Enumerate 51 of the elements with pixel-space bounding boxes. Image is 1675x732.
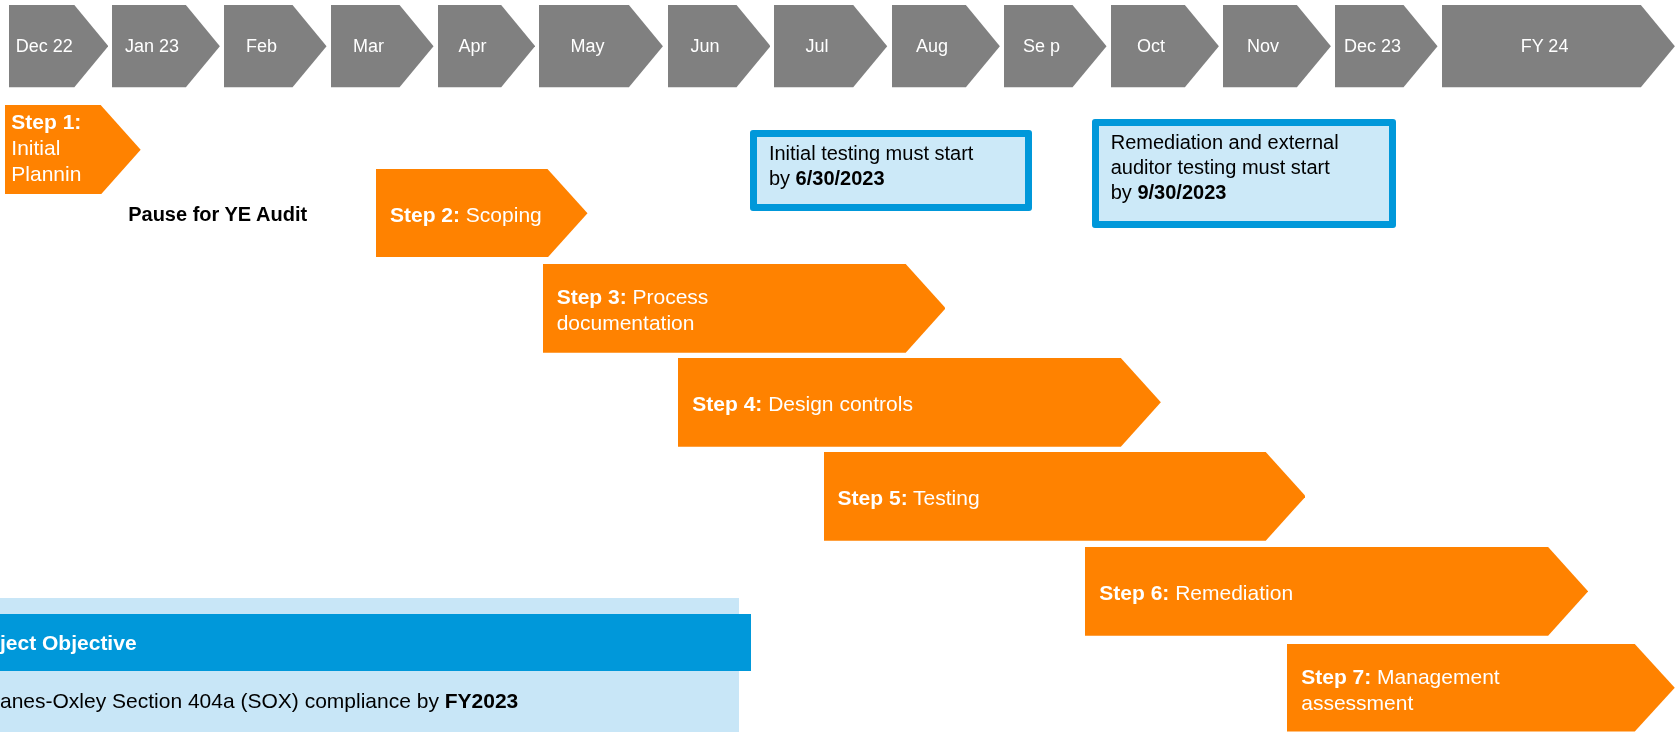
step-banner [542,263,946,353]
deadline-callout [749,130,1032,212]
month-label: Aug [915,35,948,59]
callout-text: Initial testing must start by 6/30/2023 [768,141,975,192]
month-label: FY 24 [1520,35,1569,59]
month-label: Jan 23 [125,35,180,59]
month-banner [437,5,536,88]
month-banner [1442,5,1675,88]
month-label: Oct [1136,35,1165,59]
month-label: Jul [805,35,829,59]
month-banner [1335,5,1438,88]
step-banner [823,451,1306,541]
step-label: Step 7: Management assessment [1301,663,1501,716]
month-banner [539,5,664,88]
deadline-callout [1091,118,1397,228]
step-label: Step 3: Process documentation [556,284,710,337]
header-text: ject Objective [0,630,137,655]
objective-text: anes-Oxley Section 404a (SOX) compliance by FY2023 [0,689,519,714]
step-banner [5,104,141,195]
month-banner [774,5,888,88]
month-label: Mar [352,35,384,59]
objective-panel [0,670,740,732]
month-label: Nov [1247,35,1280,59]
step-label: Step 5: Testing [837,485,980,512]
month-banner [1223,5,1331,88]
step-label: Step 4: Design controls [692,391,913,418]
month-banner [891,5,1000,88]
month-banner [667,5,771,88]
month-label: Feb [246,35,278,59]
month-banner [1004,5,1107,88]
month-label: May [570,35,605,59]
month-banner [224,5,327,88]
objective-header [0,614,751,671]
step-banner [376,168,588,258]
month-label: Dec 23 [1344,35,1402,59]
step-label: Step 1: Initial Plannin [11,108,83,187]
month-label: Jun [690,35,720,59]
month-banner [112,5,221,88]
month-banner [331,5,434,88]
month-label: Dec 22 [15,35,73,59]
month-label: Se p [1022,35,1060,59]
month-banner [1110,5,1219,88]
step-banner [1085,546,1589,636]
step-label: Step 2: Scoping [390,202,542,229]
step-label: Step 6: Remediation [1099,580,1294,607]
month-label: Apr [458,35,487,59]
pause-note: Pause for YE Audit [128,202,308,226]
callout-text: Remediation and external auditor testing must start by 9/30/2023 [1110,129,1340,205]
month-banner [8,5,108,88]
step-banner [678,357,1162,447]
step-banner [1287,644,1675,732]
